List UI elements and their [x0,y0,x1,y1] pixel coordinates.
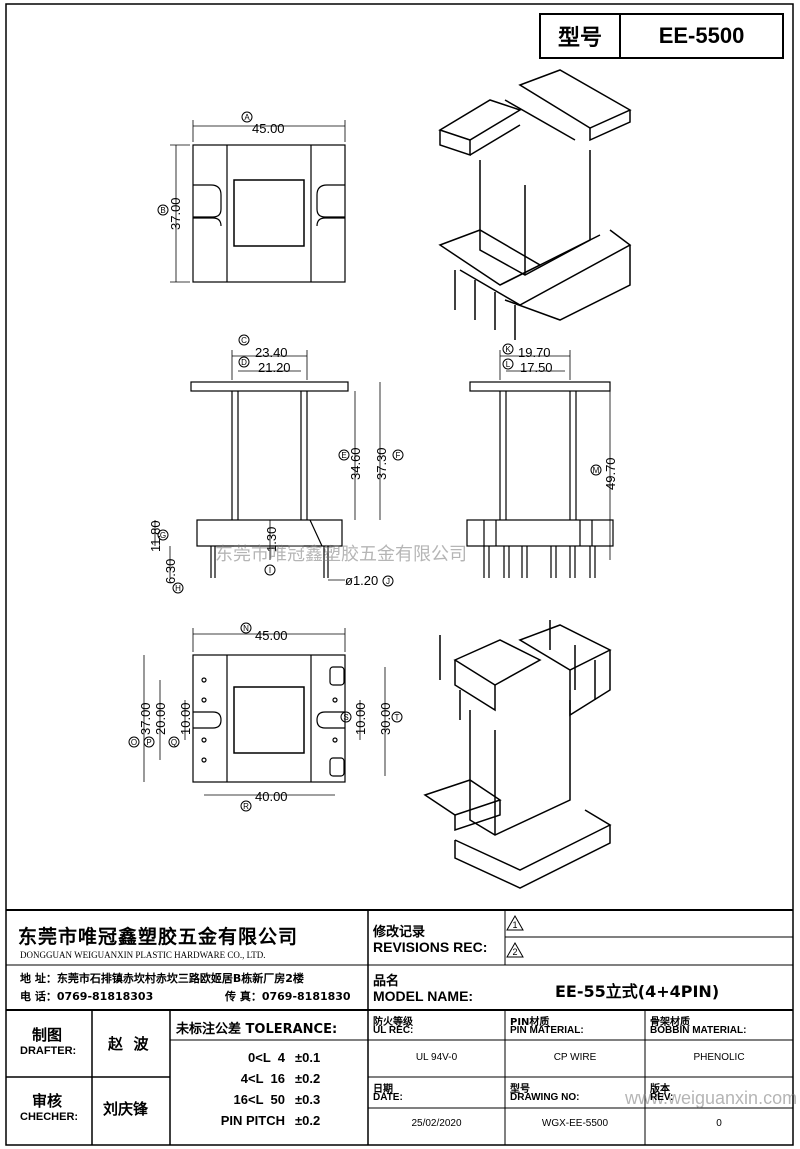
dim-front-pin-dia: ø1.20 [345,573,378,588]
callout-a: A [244,113,250,122]
pin-label-en: PIN MATERIAL: [510,1025,584,1036]
watermark-company: 东莞市唯冠鑫塑胶五金有限公司 [215,544,467,565]
callout-l: L [506,360,511,369]
callout-b: B [160,206,165,215]
dim-side-height: 49.70 [603,457,618,490]
tolerance-range-1: 0<L 4 [248,1050,285,1065]
revisions-label-en: REVISIONS REC: [373,939,488,955]
callout-o: O [131,738,137,747]
date-label-en: DATE: [373,1092,403,1103]
callout-j: J [386,577,390,586]
dim-front-outer-width: 23.40 [255,345,288,360]
checker-label-cn: 审核 [32,1092,63,1110]
date-value: 25/02/2020 [411,1118,462,1129]
dim-bottom-pin-span: 40.00 [255,789,288,804]
company-name-cn: 东莞市唯冠鑫塑胶五金有限公司 [18,926,299,948]
revision-2-mark: 2 [512,947,517,957]
tolerance-value-4: ±0.2 [295,1113,321,1128]
callout-f: F [396,451,401,460]
dim-side-inner-width: 17.50 [520,360,553,375]
dim-front-inner-width: 21.20 [258,360,291,375]
drawing-no-label-en: DRAWING NO: [510,1092,580,1103]
callout-i: I [269,566,271,575]
callout-m: M [593,466,600,475]
callout-k: K [505,345,511,354]
dim-front-h2: 37.30 [374,447,389,480]
tolerance-range-3: 16<L 50 [233,1092,285,1107]
callout-h: H [175,584,181,593]
checker-name: 刘庆锋 [103,1100,149,1118]
callout-n: N [243,624,249,633]
model-name-label-cn: 品名 [373,974,400,989]
revision-1-mark: 1 [512,920,517,930]
rev-label-cn: 版本 [650,1084,670,1095]
callout-q: Q [171,738,177,747]
callout-e: E [341,451,346,460]
bobbin-label-en: BOBBIN MATERIAL: [650,1025,747,1036]
callout-s: S [343,713,348,722]
callout-d: D [241,358,247,367]
company-address: 地 址：东莞市石排镇赤坎村赤坎三路欧姬居B栋新厂房2楼 [20,972,304,985]
sheet-border [5,3,794,1146]
callout-t: T [395,713,400,722]
dim-bottom-width: 45.00 [255,628,288,643]
company-name-en: DONGGUAN WEIGUANXIN PLASTIC HARDWARE CO.… [20,950,266,960]
model-name-value: EE-55立式(4+4PIN) [555,982,720,1001]
tolerance-range-2: 4<L 16 [240,1071,285,1086]
dim-bottom-h10: 10.00 [178,702,193,735]
side-view [466,350,614,578]
bobbin-value: PHENOLIC [693,1052,745,1063]
fire-label-en: UL REC: [373,1025,414,1036]
dim-top-height: 37.00 [168,197,183,230]
callout-p: P [146,738,151,747]
drafter-label-en: DRAFTER: [20,1045,77,1057]
tolerance-value-1: ±0.1 [295,1050,321,1065]
watermark-url: www.weiguanxin.com [625,1088,798,1108]
dim-side-outer-width: 19.70 [518,345,551,360]
dim-front-base: 11.80 [148,520,163,552]
tolerance-label: 未标注公差 TOLERANCE: [176,1022,338,1037]
header-box [539,13,784,59]
bottom-view [143,628,386,796]
dim-top-width: 45.00 [252,121,285,136]
revisions-label-cn: 修改记录 [373,925,426,940]
rev-value: 0 [716,1118,722,1129]
dim-front-h1: 34.60 [348,447,363,480]
rev-label-en: REV: [650,1092,674,1103]
pin-value: CP WIRE [553,1052,597,1063]
title-block-lines [6,909,793,1145]
date-label-cn: 日期 [373,1084,393,1095]
dim-front-pin-len: 6.30 [163,559,178,584]
dim-bottom-r10: 10.00 [353,702,368,735]
bobbin-label-cn: 骨架材质 [650,1017,690,1028]
drawing-no-value: WGX-EE-5500 [541,1118,609,1129]
drawing-no-label-cn: 型号 [510,1084,530,1095]
company-fax: 传 真：0769-8181830 [225,990,351,1003]
isometric-view-top [438,69,632,340]
top-view [170,120,346,283]
dim-bottom-r30: 30.00 [378,702,393,735]
callout-r: R [243,802,249,811]
model-name-label-en: MODEL NAME: [373,988,474,1004]
tolerance-value-2: ±0.2 [295,1071,321,1086]
model-label: 型号 [557,26,602,51]
callout-g: G [160,531,166,540]
dim-front-pin-w: 1.30 [264,527,279,552]
checker-label-en: CHECHER: [20,1111,79,1123]
fire-label-cn: 防火等级 [373,1017,413,1028]
drafter-label-cn: 制图 [32,1026,63,1044]
company-tel: 电 话：0769-81818303 [20,990,154,1003]
model-value: EE-5500 [658,23,745,48]
tolerance-range-4: PIN PITCH [220,1113,285,1128]
dim-bottom-h20: 20.00 [153,702,168,735]
callout-c: C [241,336,247,345]
isometric-view-bottom [423,620,612,889]
tolerance-value-3: ±0.3 [295,1092,321,1107]
front-view [154,350,381,581]
drafter-name: 赵 波 [108,1035,149,1053]
pin-label-cn: PIN材质 [510,1017,550,1028]
dim-bottom-height: 37.00 [138,702,153,735]
fire-value: UL 94V-0 [415,1052,458,1063]
